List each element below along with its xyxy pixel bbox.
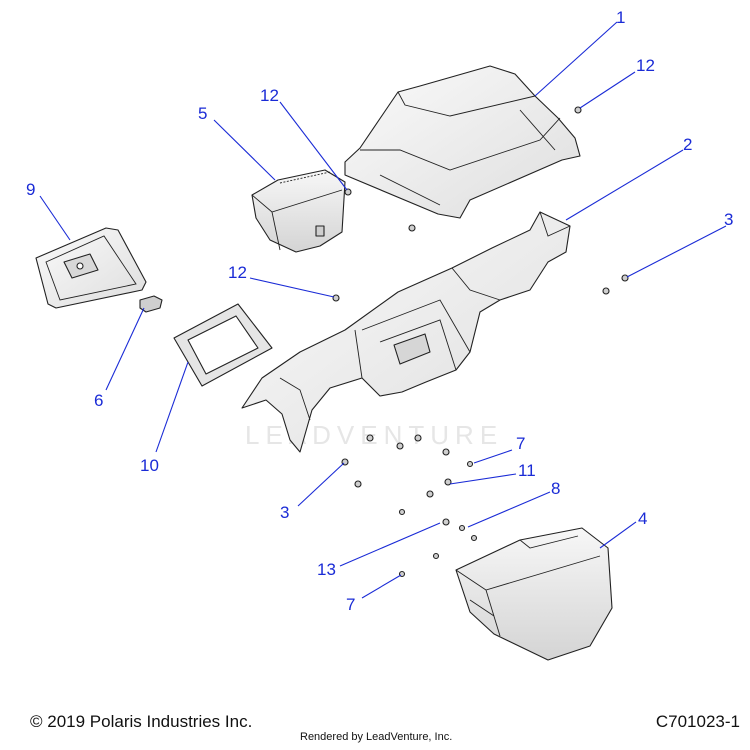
callout-11: 11 — [518, 461, 536, 480]
callout-3: 3 — [280, 503, 289, 522]
callout-4: 4 — [638, 509, 647, 528]
fastener — [574, 106, 582, 114]
watermark: LEADVENTURE — [245, 420, 503, 450]
fastener — [602, 287, 610, 295]
callout-10: 10 — [140, 456, 159, 475]
callout-1: 1 — [616, 8, 625, 27]
fastener — [354, 480, 362, 488]
callout-13: 13 — [317, 560, 336, 579]
fastener — [432, 552, 440, 560]
drawing-number: C701023-1 — [655, 712, 740, 731]
fastener — [458, 524, 466, 532]
leader-lines — [39, 21, 727, 599]
part-10-gasket — [173, 303, 273, 387]
fastener — [414, 434, 422, 442]
callout-8: 8 — [551, 479, 560, 498]
fastener — [332, 294, 340, 302]
callout-12: 12 — [228, 263, 247, 282]
fastener — [344, 188, 352, 196]
fastener — [442, 518, 450, 526]
callout-labels: 1 12 2 3 5 12 9 12 6 10 7 11 3 8 4 13 7 — [26, 8, 733, 614]
callout-12: 12 — [260, 86, 279, 105]
fastener — [426, 490, 434, 498]
fastener — [408, 224, 416, 232]
callout-9: 9 — [26, 180, 35, 199]
callout-7: 7 — [516, 434, 525, 453]
callout-6: 6 — [94, 391, 103, 410]
fastener — [470, 534, 478, 542]
callout-3: 3 — [724, 210, 733, 229]
part-9-panel — [35, 227, 147, 309]
part-5-storage-bin — [251, 169, 346, 253]
fastener — [366, 434, 374, 442]
callout-12: 12 — [636, 56, 655, 75]
fastener — [396, 442, 404, 450]
fastener — [621, 274, 629, 282]
fastener — [466, 460, 474, 468]
rendered-by-note: Rendered by LeadVenture, Inc. — [300, 731, 453, 743]
part-1-upper-cover — [344, 65, 581, 219]
copyright-notice: © 2019 Polaris Industries Inc. — [30, 712, 253, 731]
fastener — [444, 478, 452, 486]
callout-2: 2 — [683, 135, 692, 154]
fasteners — [332, 106, 629, 578]
fastener — [398, 508, 406, 516]
fastener — [442, 448, 450, 456]
part-6-switch — [139, 295, 163, 313]
callout-5: 5 — [198, 104, 207, 123]
callout-7: 7 — [346, 595, 355, 614]
part-4-lower-tub — [455, 527, 613, 661]
part-2-dash-panel — [241, 211, 571, 453]
